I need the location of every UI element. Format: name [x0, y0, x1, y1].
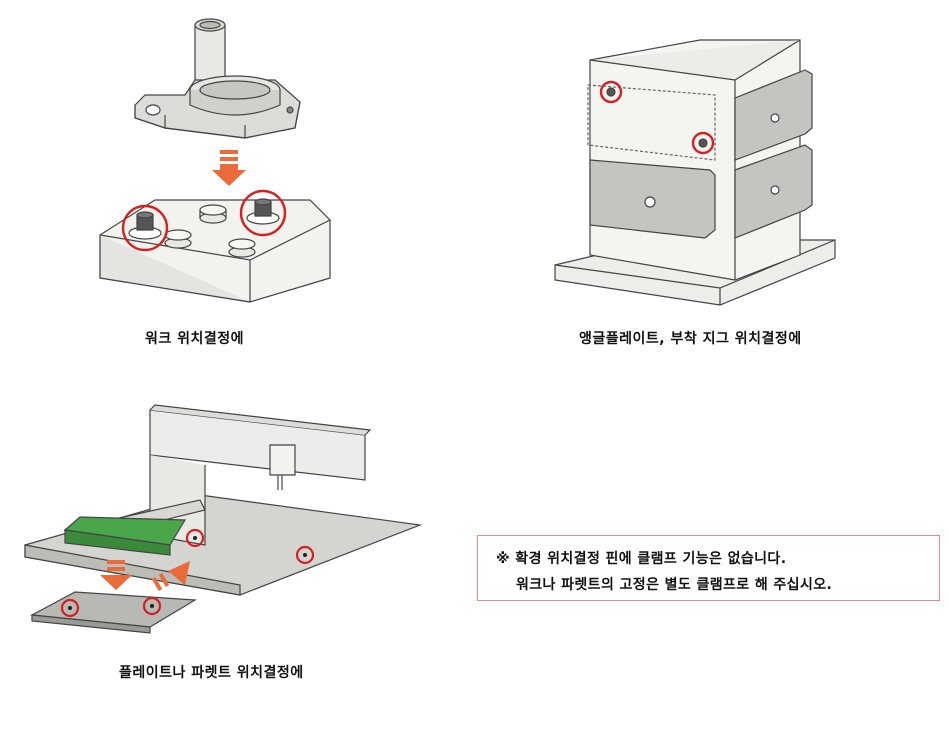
workpiece-casting: [134, 18, 301, 139]
note-box: ※ 확경 위치결정 핀에 클램프 기능은 없습니다. 워크나 파렛트의 고정은 …: [477, 535, 940, 601]
angle-block: [554, 39, 836, 306]
diagonal-arrow-icon: [151, 561, 190, 592]
down-arrow-icon: [100, 560, 132, 590]
caption-workpiece: 워크 위치결정에: [145, 331, 245, 347]
base-block: [99, 198, 331, 303]
highlight-circle: [239, 189, 287, 237]
figure-angle-plate: [554, 39, 836, 306]
highlight-circle: [121, 204, 169, 252]
pin-markers: [60, 528, 315, 618]
caption-angle-plate: 앵글플레이트, 부착 지그 위치결정에: [579, 331, 802, 347]
figure-workpiece-positioning: [99, 18, 331, 303]
pallet-table: [24, 404, 423, 596]
highlight-circle: [599, 80, 623, 104]
highlight-circle: [691, 131, 715, 155]
note-line-1: ※ 확경 위치결정 핀에 클램프 기능은 없습니다.: [496, 551, 787, 567]
note-line-2: 워크나 파렛트의 고정은 별도 클램프로 해 주십시오.: [516, 577, 833, 593]
figure-pallet-positioning: [24, 404, 423, 634]
caption-pallet: 플레이트나 파렛트 위치결정에: [119, 665, 304, 681]
down-arrow-icon: [212, 150, 246, 186]
small-pallet: [29, 591, 197, 634]
